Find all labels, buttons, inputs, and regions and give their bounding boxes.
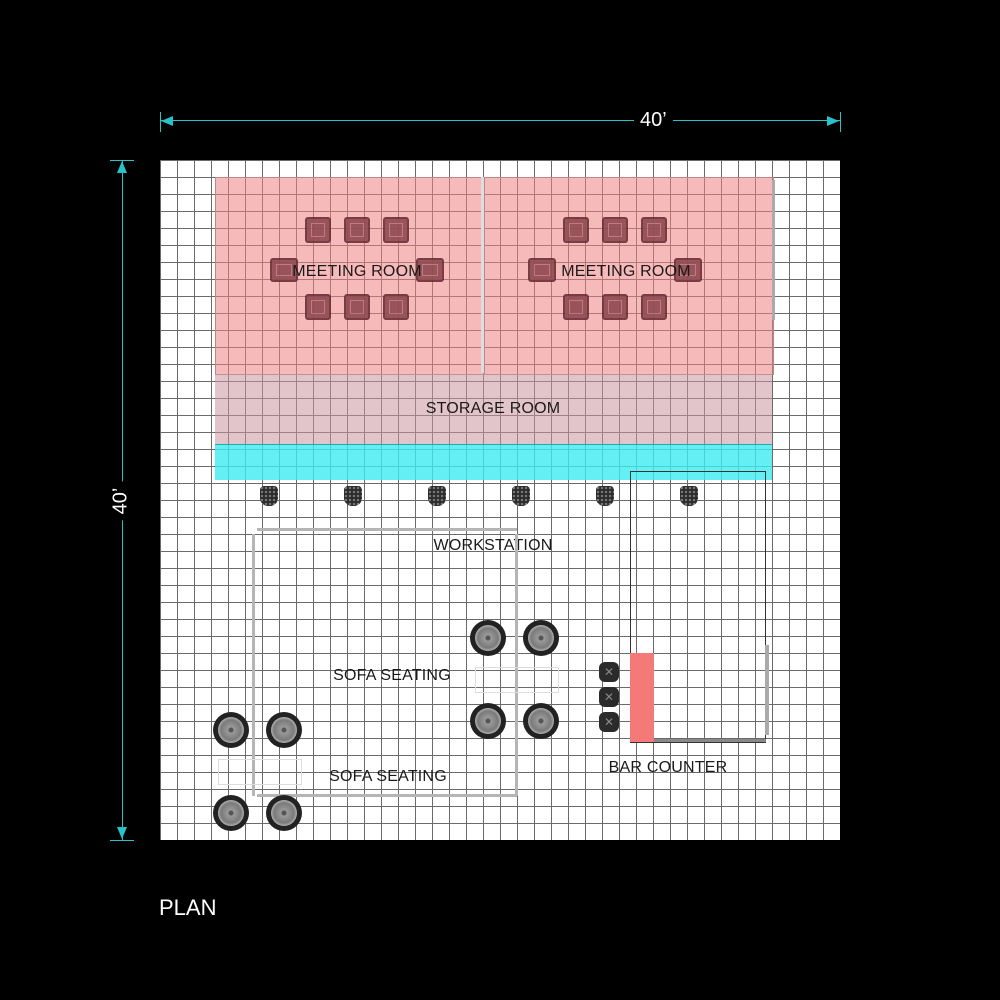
chair-icon (602, 294, 628, 320)
bar-counter-outline (630, 471, 766, 743)
meeting-room-1-label: MEETING ROOM (292, 263, 422, 280)
stool-icon (344, 486, 362, 506)
width-dimension-tick-left (160, 112, 161, 132)
bar-counter-label: BAR COUNTER (608, 759, 728, 776)
width-dimension-tick-right (840, 112, 841, 132)
lounge-chair-icon (213, 712, 249, 748)
height-dimension-label: 40’ (109, 481, 132, 521)
sofa-area-right-wall (515, 534, 518, 796)
chair-icon (528, 258, 556, 282)
meeting-room-divider-wall (481, 177, 484, 373)
bar-counter-bottom-wall (630, 739, 766, 742)
bar-counter-right-wall (765, 645, 769, 735)
bar-stool-icon (599, 712, 619, 732)
chair-icon (305, 294, 331, 320)
chair-icon (674, 258, 702, 282)
lounge-chair-icon (266, 795, 302, 831)
width-dimension-line (160, 120, 841, 121)
sofa-seating-2-label: SOFA SEATING (329, 768, 447, 785)
chair-icon (344, 294, 370, 320)
arrow-down-icon (117, 827, 127, 839)
sofa-area-left-wall (252, 534, 255, 796)
chair-icon (563, 217, 589, 243)
bar-counter-top[interactable] (630, 653, 654, 742)
plan-title: PLAN (159, 895, 217, 920)
lounge-chair-icon (213, 795, 249, 831)
chair-icon (641, 217, 667, 243)
chair-icon (305, 217, 331, 243)
arrow-left-icon (161, 116, 173, 126)
chair-icon (344, 217, 370, 243)
meeting-room-right-wall (772, 180, 775, 320)
bar-stool-icon (599, 687, 619, 707)
chair-icon (383, 294, 409, 320)
chair-icon (416, 258, 444, 282)
sofa-area-top-wall (257, 528, 517, 531)
stool-icon (260, 486, 278, 506)
lounge-chair-icon (266, 712, 302, 748)
floor-plan-grid: MEETING ROOM MEETING ROOM STORAGE ROOM W… (160, 160, 840, 840)
storage-room[interactable] (215, 374, 772, 444)
sofa-seating-1-label: SOFA SEATING (333, 667, 451, 684)
coffee-table (475, 667, 559, 693)
lounge-chair-icon (523, 703, 559, 739)
width-dimension: 40’ (160, 108, 841, 132)
chair-icon (602, 217, 628, 243)
chair-icon (563, 294, 589, 320)
bar-stool-icon (599, 662, 619, 682)
lounge-chair-icon (523, 620, 559, 656)
meeting-room-2-label: MEETING ROOM (561, 263, 691, 280)
coffee-table (218, 759, 302, 785)
width-dimension-label: 40’ (634, 109, 673, 131)
stool-icon (512, 486, 530, 506)
lounge-chair-icon (470, 620, 506, 656)
chair-icon (641, 294, 667, 320)
workstation-label: WORKSTATION (433, 537, 553, 554)
stool-icon (680, 486, 698, 506)
chair-icon (383, 217, 409, 243)
storage-room-label: STORAGE ROOM (425, 400, 561, 417)
height-dimension: 40’ (109, 160, 140, 841)
chair-icon (270, 258, 298, 282)
arrow-up-icon (117, 161, 127, 173)
stool-icon (428, 486, 446, 506)
arrow-right-icon (827, 116, 839, 126)
stool-icon (596, 486, 614, 506)
workstation-desk-strip[interactable] (215, 444, 772, 480)
sofa-area-bottom-wall (257, 794, 517, 797)
lounge-chair-icon (470, 703, 506, 739)
